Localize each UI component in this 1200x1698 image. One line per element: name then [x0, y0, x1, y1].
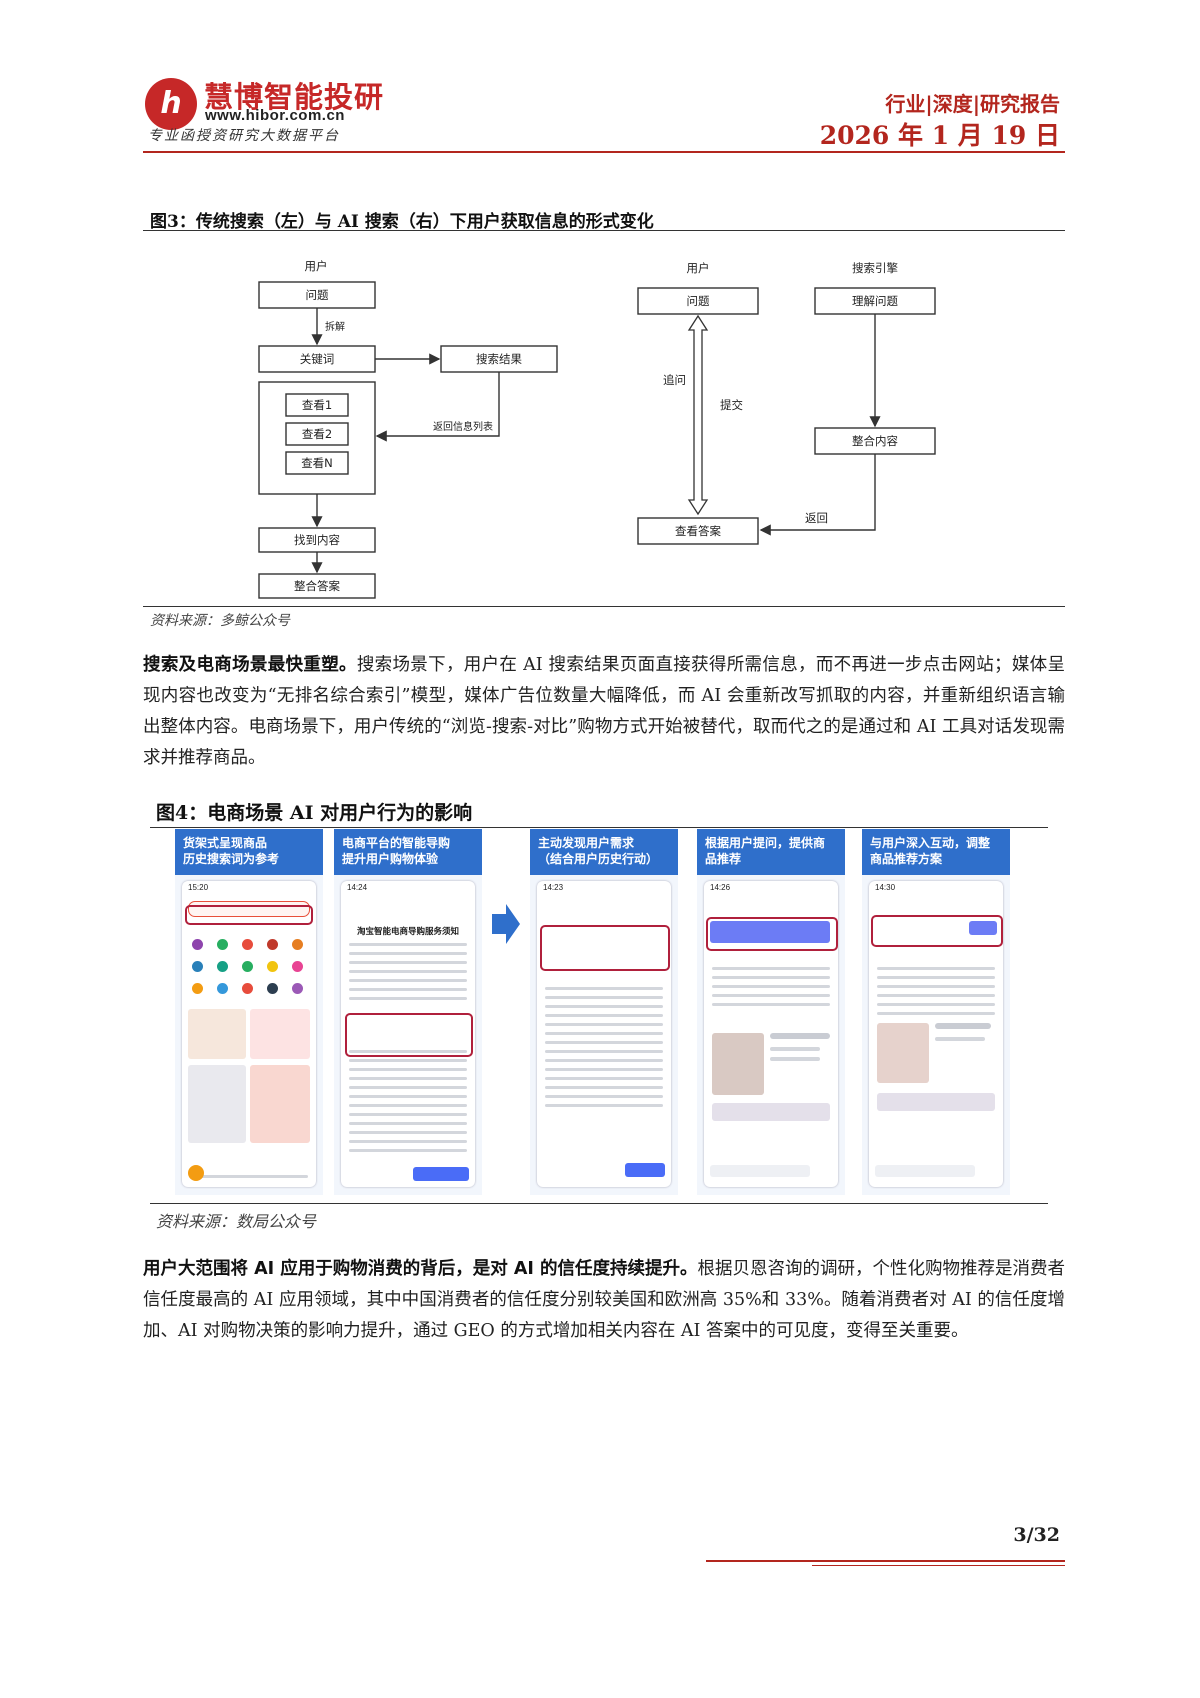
panel-3-title: 主动发现用户需求 （结合用户历史行动）	[530, 829, 678, 875]
panel-2-phone: 14:24 淘宝智能电商导购服务须知	[341, 881, 475, 1187]
panel-1-status-time: 15:20	[188, 883, 209, 892]
panel-1-title: 货架式呈现商品 历史搜索词为参考	[175, 829, 323, 875]
left-keyword-label: 关键词	[300, 352, 335, 366]
right-engine-label: 搜索引擎	[852, 261, 898, 275]
left-question-label: 问题	[306, 288, 329, 302]
para2-body: 根据贝恩咨询的调研，个性化购物推荐是消费者信任度最高的 AI 应用领域，其中中国…	[143, 1259, 1066, 1341]
right-arrow-return	[759, 454, 876, 536]
brand-slogan: 专业函授资研究大数据平台	[148, 128, 340, 144]
right-integrate-box	[814, 427, 936, 455]
panel-2-title: 电商平台的智能导购 提升用户购物体验	[334, 829, 482, 875]
panel-1-highlight	[185, 905, 313, 925]
figure4-panel-4: 根据用户提问，提供商 品推荐 14:26	[697, 829, 845, 1195]
report-type: 行业|深度|研究报告	[885, 92, 1060, 116]
figure4-panel-1: 货架式呈现商品 历史搜索词为参考 15:20	[175, 829, 323, 1195]
left-viewN-label: 查看N	[301, 456, 333, 470]
left-question-box	[258, 281, 376, 309]
figure4-caption: 图4：电商场景 AI 对用户行为的影响	[156, 802, 473, 824]
right-view-answer-box	[637, 517, 759, 545]
right-user-label: 用户	[687, 261, 710, 275]
right-arrow-icon	[492, 904, 520, 944]
left-return-list-label: 返回信息列表	[433, 420, 493, 433]
right-follow-up-label: 追问	[663, 373, 686, 387]
figure4-panel-3: 主动发现用户需求 （结合用户历史行动） 14:23	[530, 829, 678, 1195]
left-arrow-return-list	[375, 372, 500, 442]
left-integrate-answer-box	[258, 573, 376, 599]
left-find-content-box	[258, 527, 376, 553]
para2-lead: 用户大范围将 AI 应用于购物消费的背后，是对 AI 的信任度持续提升。	[143, 1259, 698, 1279]
left-view1-label: 查看1	[302, 398, 332, 412]
left-search-results-label: 搜索结果	[476, 352, 522, 366]
logo-mark: h	[145, 78, 197, 130]
panel-4-status-time: 14:26	[710, 883, 731, 892]
para1-lead: 搜索及电商场景最快重塑。	[143, 655, 357, 675]
panel-5-phone: 14:30	[869, 881, 1003, 1187]
figure4-panel-2: 电商平台的智能导购 提升用户购物体验 14:24 淘宝智能电商导购服务须知	[334, 829, 482, 1195]
panel-5-status-time: 14:30	[875, 883, 896, 892]
right-double-arrow	[687, 314, 709, 516]
right-understand-box	[814, 287, 936, 315]
right-return-label: 返回	[805, 511, 828, 525]
figure4-source: 资料来源：数局公众号	[156, 1212, 317, 1231]
left-split-label: 拆解	[325, 320, 345, 333]
panel-3-highlight	[540, 925, 670, 971]
left-keyword-box	[258, 345, 376, 373]
left-view2-label: 查看2	[302, 427, 332, 441]
panel-4-highlight	[706, 917, 838, 951]
left-integrate-answer-label: 整合答案	[294, 579, 340, 593]
panel-3-status-time: 14:23	[543, 883, 564, 892]
left-user-label: 用户	[305, 259, 328, 273]
figure4-bottom-rule	[150, 1203, 1048, 1204]
panel-3-phone: 14:23	[537, 881, 671, 1187]
figure4-top-rule	[150, 827, 1048, 828]
panel-5-highlight	[871, 915, 1003, 947]
left-find-content-label: 找到内容	[294, 533, 340, 547]
figure3-flowchart: 用户 问题 拆解 关键词 搜索结果 返回信息列表 查看1 查看2 查看N 找到内…	[258, 259, 936, 599]
panel-4-title: 根据用户提问，提供商 品推荐	[697, 829, 845, 875]
right-question-box	[637, 287, 759, 315]
left-viewN-box	[285, 451, 349, 475]
figure3-caption: 图3：传统搜索（左）与 AI 搜索（右）下用户获取信息的形式变化	[150, 212, 654, 232]
right-integrate-label: 整合内容	[852, 434, 898, 448]
footer-rule-1	[706, 1560, 1065, 1562]
right-understand-label: 理解问题	[852, 294, 898, 308]
left-view2-box	[285, 422, 349, 446]
panel-2-highlight	[345, 1013, 473, 1057]
paragraph-ai-trust: 用户大范围将 AI 应用于购物消费的背后，是对 AI 的信任度持续提升。根据贝恩…	[143, 1254, 1065, 1347]
page-number: 3/32	[1013, 1524, 1060, 1546]
para1-body: 搜索场景下，用户在 AI 搜索结果页面直接获得所需信息，而不再进一步点击网站；媒…	[143, 655, 1065, 768]
brand-name: 慧博智能投研	[204, 80, 385, 114]
panel-5-title: 与用户深入互动，调整 商品推荐方案	[862, 829, 1010, 875]
left-view1-box	[285, 393, 349, 417]
panel-1-phone: 15:20	[182, 881, 316, 1187]
left-search-results-box	[440, 345, 558, 373]
right-submit-label: 提交	[720, 398, 743, 412]
report-date: 2026 年 1 月 19 日	[819, 121, 1060, 150]
figure3-source: 资料来源：多鲸公众号	[150, 613, 290, 629]
right-question-label: 问题	[687, 294, 710, 308]
figure4-panel-5: 与用户深入互动，调整 商品推荐方案 14:30	[862, 829, 1010, 1195]
paragraph-search-ecommerce: 搜索及电商场景最快重塑。搜索场景下，用户在 AI 搜索结果页面直接获得所需信息，…	[143, 650, 1065, 774]
right-view-answer-label: 查看答案	[675, 524, 721, 538]
figure3-top-rule	[143, 230, 1065, 231]
brand-website[interactable]: www.hibor.com.cn	[205, 107, 345, 124]
panel-2-status-time: 14:24	[347, 883, 368, 892]
footer-rule-2	[812, 1565, 1065, 1566]
panel-4-phone: 14:26	[704, 881, 838, 1187]
panel-2-doc-title: 淘宝智能电商导购服务须知	[356, 927, 459, 937]
figure3-bottom-rule	[143, 606, 1065, 607]
header-rule	[143, 151, 1065, 153]
